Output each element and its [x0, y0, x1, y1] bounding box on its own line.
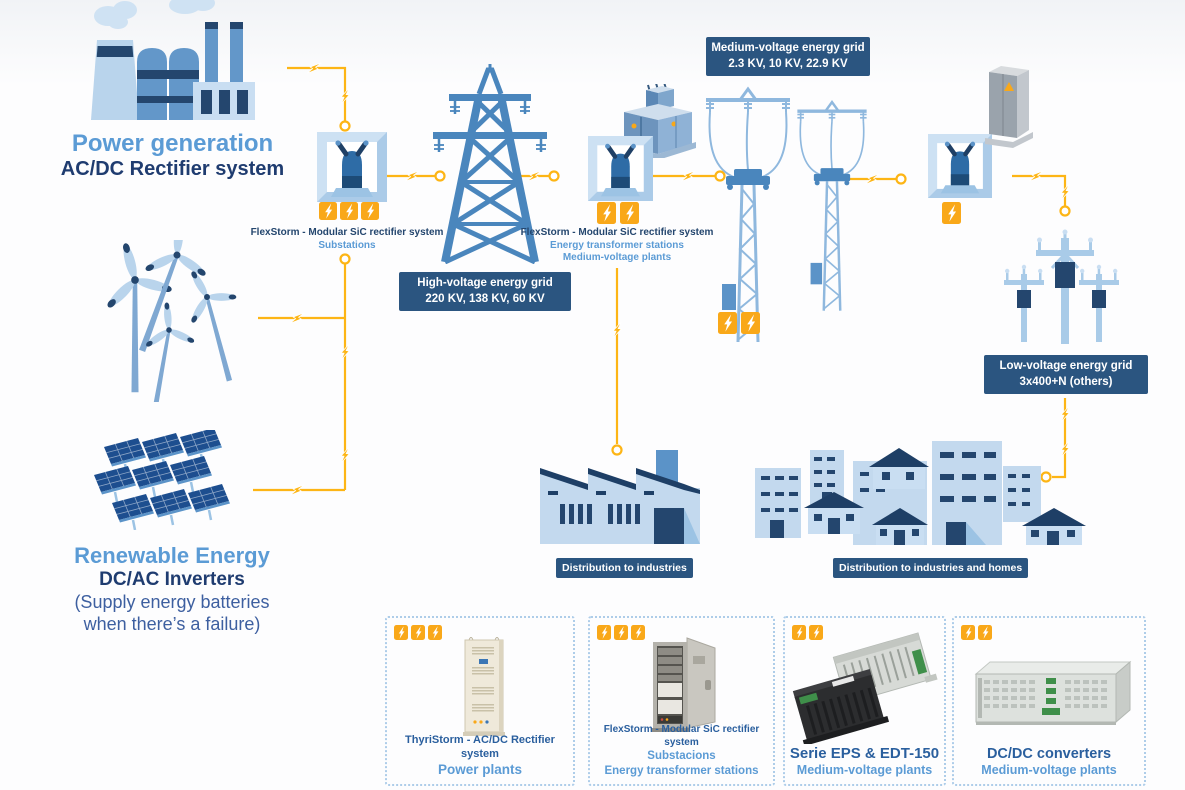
lightning-badge-icon [361, 202, 379, 220]
product-lightning-badges [394, 625, 442, 640]
city-icon [755, 441, 1086, 545]
high-voltage-line1: High-voltage energy grid [417, 277, 553, 289]
lightning-badge-icon [614, 625, 628, 640]
transmission-tower-icon [433, 64, 547, 264]
street-cabinet-icon [985, 66, 1033, 148]
wind-turbines-icon [104, 240, 252, 402]
product-title: DC/DC converters [986, 746, 1112, 762]
substation-label-line2: Substations [318, 239, 376, 251]
product-image-modular-cabinet [651, 637, 716, 732]
lightning-badge-icon [718, 312, 737, 334]
product-lightning-badges [597, 625, 645, 640]
substation-label: FlexStorm - Modular SiC rectifier system… [242, 227, 452, 252]
product-text: ThyriStorm - AC/DC Rectifier system Powe… [389, 733, 571, 778]
product-subtitle: Medium-voltage plants [796, 763, 933, 777]
lattice-tower-icon [704, 87, 792, 344]
product-text: Serie EPS & EDT-150 Medium-voltage plant… [787, 745, 942, 778]
product-panel-thyristorm: ThyriStorm - AC/DC Rectifier system Powe… [385, 616, 575, 786]
power-plant-icon [91, 0, 255, 120]
medium-voltage-line1: Medium-voltage energy grid [711, 42, 865, 54]
dcac-inverters-subtitle: DC/AC Inverters [99, 569, 245, 590]
power-generation-heading: Power generation AC/DC Rectifier system [50, 130, 295, 181]
renewable-note-line1: (Supply energy batteries [74, 592, 270, 612]
product-image-dcdc-rack [974, 660, 1132, 725]
product-title: ThyriStorm - AC/DC Rectifier system [405, 734, 555, 760]
lightning-badge-icon [961, 625, 975, 640]
product-text: DC/DC converters Medium-voltage plants [956, 745, 1142, 778]
lightning-badge-icon [597, 202, 616, 224]
lattice-tower-lightning-badges [718, 312, 760, 334]
acdc-rectifier-subtitle: AC/DC Rectifier system [60, 158, 285, 180]
lightning-badge-icon [792, 625, 806, 640]
medium-voltage-line2: 2.3 KV, 10 KV, 22.9 KV [728, 57, 848, 70]
lightning-badge-icon [411, 625, 425, 640]
product-panel-eps-edt: Serie EPS & EDT-150 Medium-voltage plant… [783, 616, 946, 786]
medium-voltage-grid-badge: Medium-voltage energy grid 2.3 KV, 10 KV… [706, 37, 870, 76]
product-title: FlexStorm - Modular SiC rectifier system [603, 724, 760, 748]
transformer-station-icon [588, 136, 653, 201]
substation-label-line1: FlexStorm - Modular SiC rectifier system [250, 227, 444, 238]
wire-connector-dots [339, 120, 1071, 483]
product-image-rectifier-cabinet [463, 637, 505, 736]
lightning-badge-icon [620, 202, 639, 224]
lightning-badge-icon [741, 312, 760, 334]
lightning-badge-icon [978, 625, 992, 640]
transformer-station-label-line3: Medium-voltage plants [562, 252, 672, 263]
distribution-homes-badge: Distribution to industries and homes [833, 558, 1029, 578]
lightning-badge-icon [319, 202, 337, 220]
product-title: Serie EPS & EDT-150 [789, 745, 940, 762]
power-generation-title: Power generation [71, 130, 274, 157]
distribution-homes-text: Distribution to industries and homes [839, 562, 1023, 574]
low-voltage-line1: Low-voltage energy grid [999, 360, 1133, 372]
product-subtitle: Medium-voltage plants [981, 763, 1117, 777]
lightning-badge-icon [597, 625, 611, 640]
lightning-badge-icon [631, 625, 645, 640]
product-subtitle: Energy transformer stations [604, 764, 759, 777]
distribution-industries-text: Distribution to industries [562, 562, 687, 574]
renewable-energy-heading: Renewable Energy DC/AC Inverters (Supply… [47, 543, 297, 635]
utility-poles-icon [1004, 229, 1119, 344]
transformer-station-label-line1: FlexStorm - Modular SiC rectifier system [520, 227, 714, 238]
distribution-industries-badge: Distribution to industries [556, 558, 693, 578]
substation-lightning-badges [319, 202, 379, 220]
product-subtitle: Substacions [647, 750, 716, 762]
lattice-tower-icon [795, 100, 869, 313]
transformer-mv-lightning-badge [942, 202, 961, 224]
low-voltage-grid-badge: Low-voltage energy grid 3x400+N (others) [984, 355, 1148, 394]
product-subtitle: Power plants [437, 762, 523, 777]
factory-icon [540, 450, 700, 544]
product-lightning-badges [792, 625, 823, 640]
solar-panels-icon [92, 430, 232, 530]
high-voltage-line2: 220 KV, 138 KV, 60 KV [425, 292, 545, 305]
lightning-badge-icon [340, 202, 358, 220]
renewable-note-line2: when there’s a failure) [83, 614, 261, 634]
lightning-badge-icon [942, 202, 961, 224]
lightning-badge-icon [394, 625, 408, 640]
transformer-station-lightning-badges [597, 202, 639, 224]
product-panel-flexstorm: FlexStorm - Modular SiC rectifier system… [588, 616, 775, 786]
product-panel-dcdc: DC/DC converters Medium-voltage plants [952, 616, 1146, 786]
renewable-energy-title: Renewable Energy [74, 543, 270, 568]
product-image-eps-edt-modules [792, 632, 938, 744]
transformer-substation-icon [317, 132, 387, 202]
high-voltage-grid-badge: High-voltage energy grid 220 KV, 138 KV,… [399, 272, 571, 311]
lightning-badge-icon [428, 625, 442, 640]
transformer-station-label-line2: Energy transformer stations [550, 239, 684, 251]
low-voltage-line2: 3x400+N (others) [1019, 375, 1113, 388]
transformer-station-label: FlexStorm - Modular SiC rectifier system… [512, 227, 722, 265]
product-lightning-badges [961, 625, 992, 640]
product-text: FlexStorm - Modular SiC rectifier system… [592, 723, 771, 778]
lightning-badge-icon [809, 625, 823, 640]
